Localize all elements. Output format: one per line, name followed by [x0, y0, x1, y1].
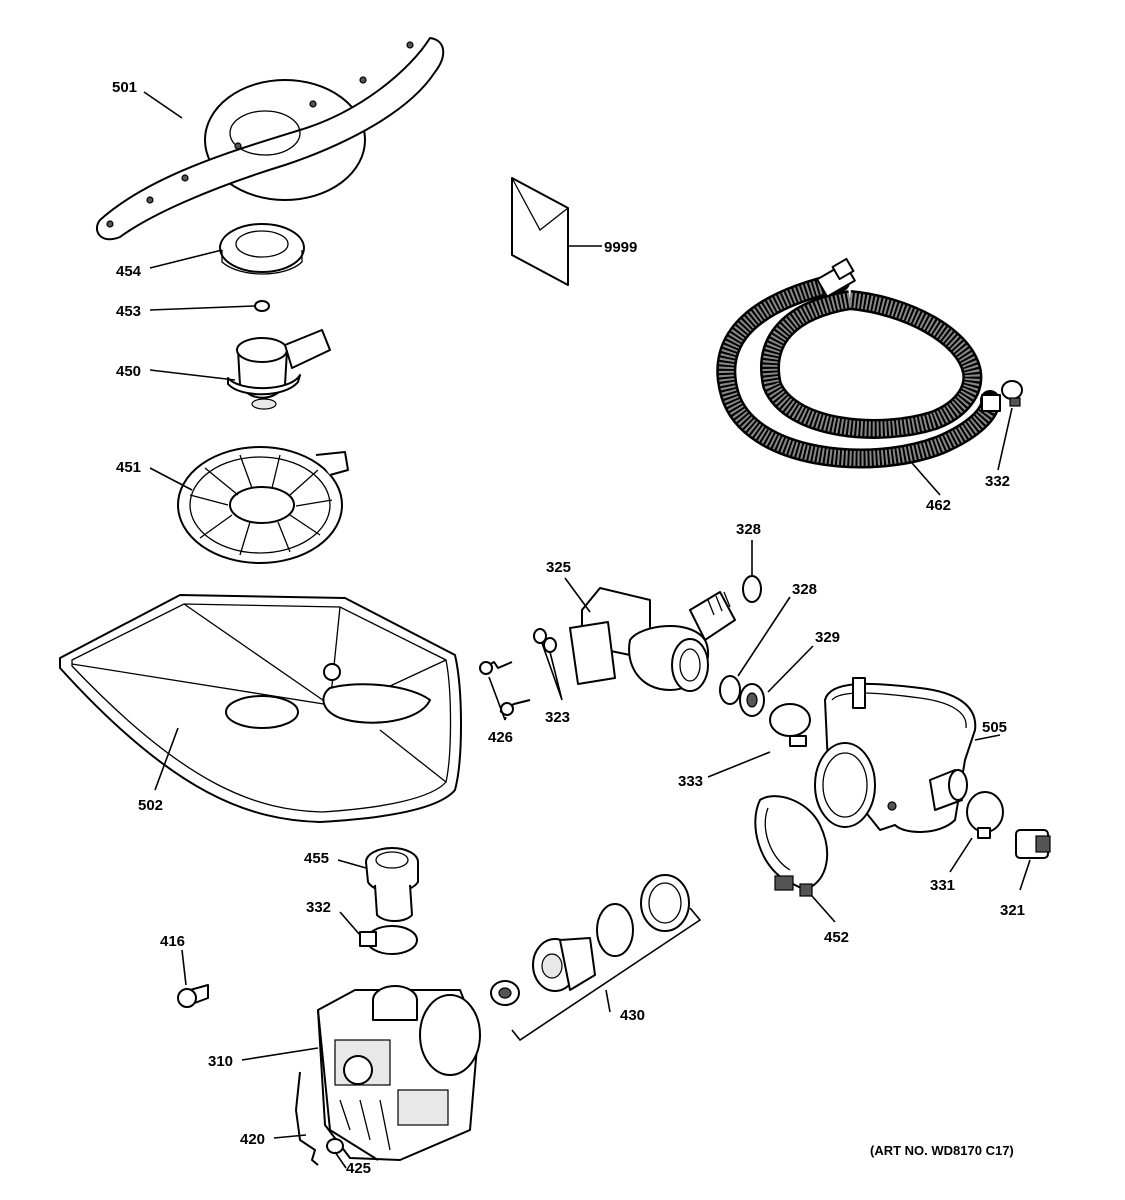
- part-321-check-valve: [1015, 829, 1051, 859]
- part-332-clamp-lower: [359, 925, 418, 955]
- label-323: 323: [545, 709, 570, 726]
- part-501-lower-spray-arm: [95, 37, 445, 241]
- label-502: 502: [138, 797, 163, 814]
- label-454: 454: [116, 263, 142, 280]
- label-416: 416: [160, 933, 185, 950]
- label-332-lower: 332: [306, 899, 331, 916]
- part-310-pump-motor: [317, 985, 481, 1161]
- part-462-drain-hose: [716, 257, 1001, 469]
- part-416-bolt: [177, 984, 209, 1008]
- part-333-clamp: [769, 703, 811, 747]
- label-455: 455: [304, 850, 329, 867]
- part-328-seal-upper: [742, 575, 762, 603]
- leader-lines: [143, 91, 1031, 1169]
- label-331: 331: [930, 877, 955, 894]
- part-9999-literature: [511, 177, 569, 286]
- part-323-grommets: [533, 628, 557, 653]
- part-425-nut: [326, 1138, 344, 1154]
- label-501: 501: [112, 79, 137, 96]
- label-425: 425: [346, 1160, 371, 1177]
- part-452-large-clamp: [754, 795, 829, 897]
- label-426: 426: [488, 729, 513, 746]
- label-332-upper: 332: [985, 473, 1010, 490]
- label-451: 451: [116, 459, 141, 476]
- part-331-clamp: [966, 791, 1004, 839]
- art-number: (ART NO. WD8170 C17): [870, 1143, 1014, 1158]
- label-321: 321: [1000, 902, 1025, 919]
- label-430: 430: [620, 1007, 645, 1024]
- part-505-sump-housing: [814, 677, 977, 833]
- label-329: 329: [815, 629, 840, 646]
- label-328-lower: 328: [792, 581, 817, 598]
- label-505: 505: [982, 719, 1007, 736]
- label-325: 325: [546, 559, 571, 576]
- part-420-wire-clip: [295, 1071, 319, 1166]
- label-450: 450: [116, 363, 141, 380]
- part-328-seal-lower: [719, 675, 741, 705]
- part-453-o-ring: [254, 300, 270, 312]
- part-labels: 501 454 453 450 451 502 9999 462 332 328…: [112, 79, 1025, 1177]
- part-329-washer: [739, 683, 765, 717]
- part-450-spray-arm-hub: [227, 329, 331, 410]
- label-310: 310: [208, 1053, 233, 1070]
- part-451-filter: [177, 446, 349, 564]
- label-453: 453: [116, 303, 141, 320]
- part-455-sump-seal: [365, 847, 419, 922]
- part-430-impeller-kit: [490, 874, 690, 1006]
- label-328-upper: 328: [736, 521, 761, 538]
- part-426-screws: [479, 661, 531, 716]
- label-462: 462: [926, 497, 951, 514]
- label-333: 333: [678, 773, 703, 790]
- part-502-sump-gasket: [59, 594, 462, 823]
- label-9999: 9999: [604, 239, 637, 256]
- part-454-spray-arm-mount: [219, 223, 305, 275]
- part-332-hose-clamp: [1001, 380, 1023, 407]
- label-420: 420: [240, 1131, 265, 1148]
- part-325-drain-valve: [569, 587, 736, 692]
- label-452: 452: [824, 929, 849, 946]
